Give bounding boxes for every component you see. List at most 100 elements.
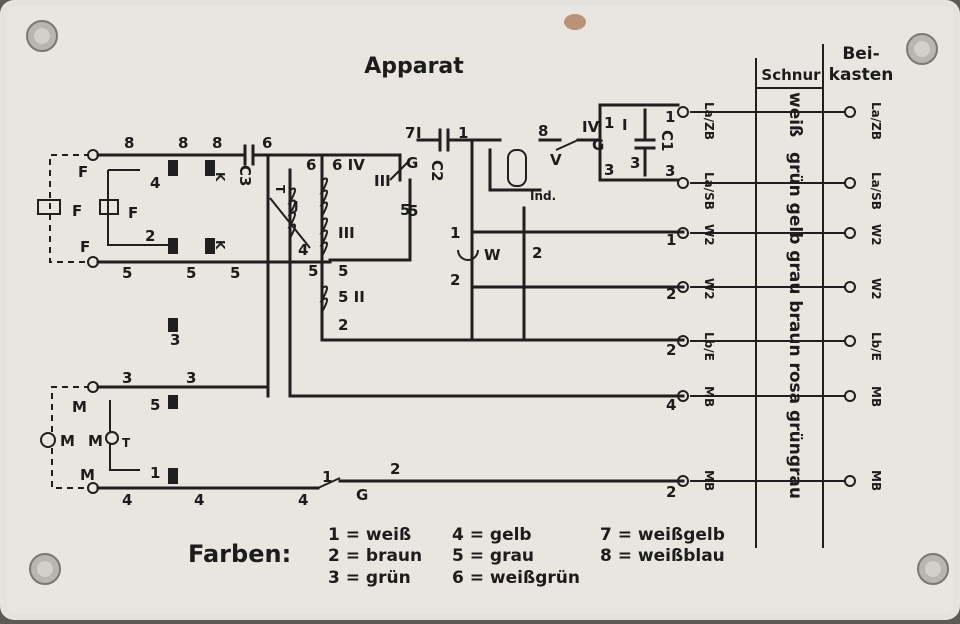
svg-text:3: 3: [122, 369, 132, 387]
svg-text:G: G: [406, 154, 418, 172]
svg-text:2: 2: [390, 460, 400, 478]
svg-text:5: 5: [122, 264, 132, 282]
svg-text:I: I: [416, 124, 422, 142]
terminal-label-lb-e: Lb/E: [702, 332, 716, 361]
svg-text:8: 8: [538, 122, 548, 140]
svg-text:F: F: [128, 204, 138, 222]
svg-text:5: 5: [230, 264, 240, 282]
svg-text:M: M: [72, 398, 87, 416]
svg-text:F: F: [72, 202, 82, 220]
svg-text:T: T: [273, 185, 287, 194]
svg-text:III: III: [338, 224, 355, 242]
svg-text:M: M: [80, 466, 95, 484]
svg-text:3: 3: [665, 162, 675, 180]
terminal-column-box: [844, 106, 856, 487]
svg-text:4: 4: [298, 491, 308, 509]
svg-text:V: V: [550, 151, 562, 169]
svg-text:4: 4: [122, 491, 132, 509]
screw-bottom-left-icon: [29, 553, 61, 585]
svg-text:8: 8: [212, 134, 222, 152]
svg-text:G: G: [356, 486, 368, 504]
svg-text:Ind.: Ind.: [530, 189, 556, 203]
main-wires: [690, 111, 850, 482]
terminal-label-la-sb: La/SB: [702, 172, 716, 210]
header-schnur: Schnur: [761, 66, 821, 84]
svg-text:1: 1: [666, 231, 676, 249]
svg-text:C1: C1: [658, 130, 676, 151]
switch-g-section: [328, 103, 685, 342]
svg-text:G: G: [592, 136, 604, 154]
svg-text:6 IV: 6 IV: [332, 156, 365, 174]
box-label-lb-e: Lb/E: [869, 332, 883, 361]
svg-text:IV: IV: [582, 118, 600, 136]
screw-top-right-icon: [906, 33, 938, 65]
box-label-w2-b: W2: [869, 278, 883, 300]
svg-text:I: I: [622, 116, 628, 134]
svg-text:1: 1: [604, 114, 614, 132]
legend-heading: Farben:: [188, 540, 291, 568]
svg-text:3: 3: [186, 369, 196, 387]
svg-text:III: III: [374, 172, 391, 190]
svg-text:4: 4: [150, 174, 160, 192]
box-label-la-zb: La/ZB: [869, 102, 883, 140]
svg-text:2: 2: [450, 271, 460, 289]
m-section: [40, 381, 685, 494]
svg-text:C3: C3: [236, 165, 254, 186]
svg-text:8: 8: [124, 134, 134, 152]
svg-text:5 II: 5 II: [338, 288, 365, 306]
legend-item-1: 1 = weiß: [328, 525, 411, 545]
svg-text:C2: C2: [428, 160, 446, 181]
separator-lines: [755, 44, 824, 548]
svg-text:4: 4: [298, 241, 308, 259]
legend-item-7: 7 = weißgelb: [600, 525, 725, 545]
terminal-label-mb-a: MB: [702, 386, 716, 407]
terminal-label-w2-a: W2: [702, 224, 716, 246]
svg-text:6: 6: [262, 134, 272, 152]
svg-text:7: 7: [405, 124, 415, 142]
legend-item-5: 5 = grau: [452, 546, 534, 566]
legend-item-8: 8 = weißblau: [600, 546, 725, 566]
svg-text:K: K: [213, 240, 227, 250]
legend-item-2: 2 = braun: [328, 546, 422, 566]
svg-text:J: J: [293, 199, 298, 213]
box-label-la-sb: La/SB: [869, 172, 883, 210]
svg-text:5: 5: [400, 201, 410, 219]
svg-text:6: 6: [306, 156, 316, 174]
svg-text:1: 1: [322, 468, 332, 486]
svg-text:M: M: [60, 432, 75, 450]
svg-text:2: 2: [666, 483, 676, 501]
box-label-mb-b: MB: [869, 470, 883, 491]
svg-text:W: W: [484, 246, 501, 264]
f-section: [37, 144, 402, 332]
svg-text:5: 5: [150, 396, 160, 414]
screw-bottom-right-icon: [917, 553, 949, 585]
svg-text:2: 2: [666, 285, 676, 303]
svg-text:2: 2: [145, 227, 155, 245]
svg-text:8: 8: [178, 134, 188, 152]
svg-text:F: F: [78, 163, 88, 181]
svg-text:1: 1: [665, 108, 675, 126]
svg-text:5: 5: [186, 264, 196, 282]
svg-text:M: M: [88, 432, 103, 450]
terminal-label-mb-b: MB: [702, 470, 716, 491]
terminal-label-w2-b: W2: [702, 278, 716, 300]
legend-item-6: 6 = weißgrün: [452, 568, 580, 588]
coil-section: [266, 153, 685, 398]
svg-text:2: 2: [532, 244, 542, 262]
svg-text:1: 1: [458, 124, 468, 142]
svg-text:4: 4: [194, 491, 204, 509]
terminal-label-la-zb: La/ZB: [702, 102, 716, 140]
svg-text:3: 3: [170, 331, 180, 349]
svg-text:1: 1: [150, 464, 160, 482]
svg-text:1: 1: [450, 224, 460, 242]
box-label-w2-a: W2: [869, 224, 883, 246]
svg-text:5: 5: [408, 202, 418, 220]
rust-spot: [564, 14, 586, 30]
svg-text:5: 5: [308, 262, 318, 280]
plate-face: [6, 6, 954, 614]
cord-color-white: weiß: [785, 92, 805, 137]
svg-text:2: 2: [338, 316, 348, 334]
svg-text:F: F: [80, 238, 90, 256]
